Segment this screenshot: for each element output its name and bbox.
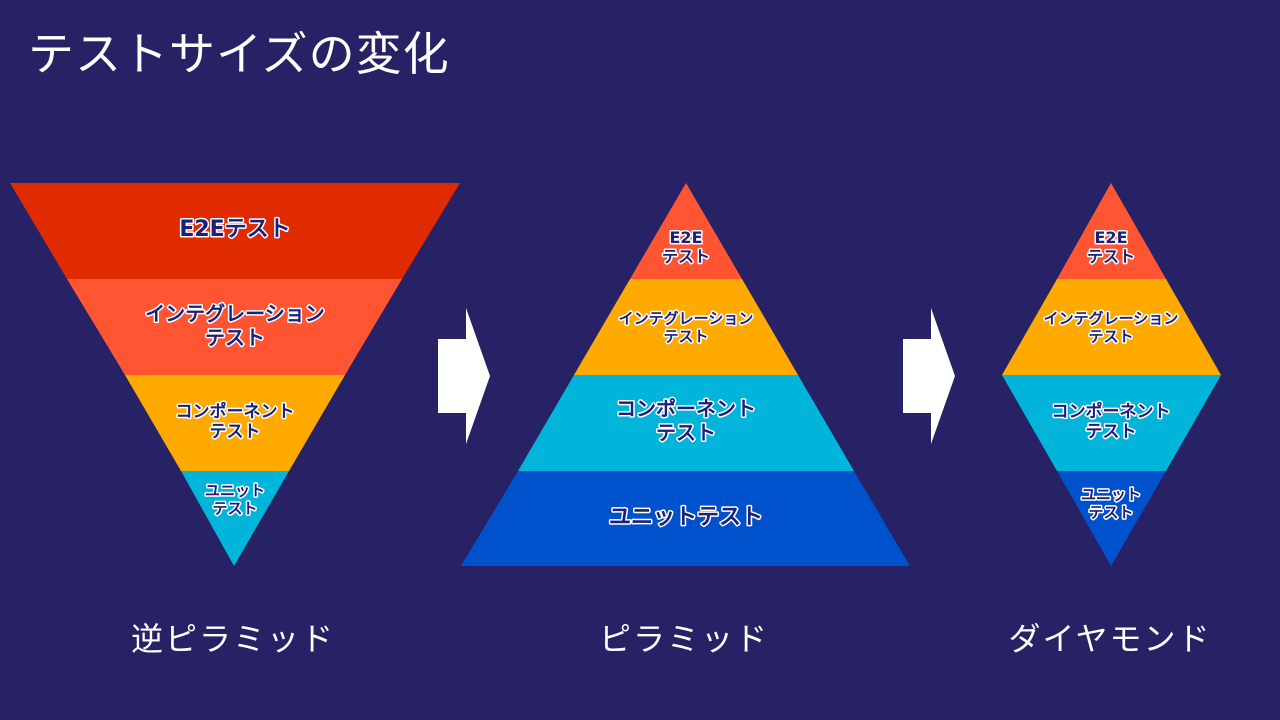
segment-integration-label-line: テスト [1088,328,1133,346]
segment-e2e-label-line: テスト [1087,247,1135,266]
arrow-right-icon [903,308,955,444]
segment-integration [1002,279,1221,375]
arrow-right-shape [903,308,955,444]
arrow-right-shape [438,308,490,444]
segment-integration-label-line: テスト [663,328,708,346]
segment-e2e [10,183,460,279]
segment-unit-label-line: テスト [1088,504,1133,522]
segment-component-label-line: コンポーネント [1052,401,1171,422]
segment-unit-label-line: ユニットテスト [609,505,763,530]
segment-integration [67,279,402,375]
segment-unit-label-line: ユニット [1081,486,1141,504]
inverted-pyramid: E2Eテストインテグレーションテストコンポーネントテストユニットテスト逆ピラミッ… [10,183,460,658]
segment-component-label-line: テスト [656,421,716,445]
segment-unit [461,471,910,566]
pyramid-caption: ピラミッド [599,620,769,658]
page-title: テストサイズの変化 [28,27,450,81]
diamond-caption: ダイヤモンド [1008,620,1211,658]
segment-unit-label-line: テスト [212,500,257,518]
segment-component-label-line: コンポーネント [616,397,756,421]
segment-e2e [1057,183,1166,279]
segment-component-label-line: テスト [210,422,261,442]
inverted-pyramid-caption: 逆ピラミッド [131,620,335,658]
segment-component [1002,375,1221,471]
segment-component-label-line: テスト [1086,422,1137,442]
segment-integration [574,279,798,375]
segment-unit-label-line: ユニット [205,482,265,500]
segment-e2e-label-line: E2E [1095,228,1128,247]
arrow-right-icon [438,308,490,444]
segment-integration-label-line: インテグレーション [1044,310,1179,328]
segment-e2e-label-line: テスト [662,247,710,266]
segment-component-label-line: コンポーネント [176,401,295,422]
segment-unit [181,471,289,566]
segment-component [125,375,345,471]
segment-e2e [630,183,742,279]
segment-e2e-label-line: E2E [670,228,703,247]
segment-integration-label-line: テスト [205,326,265,350]
segment-integration-label-line: インテグレーション [145,302,325,326]
diamond: E2Eテストインテグレーションテストコンポーネントテストユニットテストダイヤモン… [1002,183,1221,658]
segment-e2e-label-line: E2Eテスト [179,217,290,242]
segment-component [518,375,854,471]
segment-unit [1057,471,1166,566]
segment-integration-label-line: インテグレーション [619,310,754,328]
